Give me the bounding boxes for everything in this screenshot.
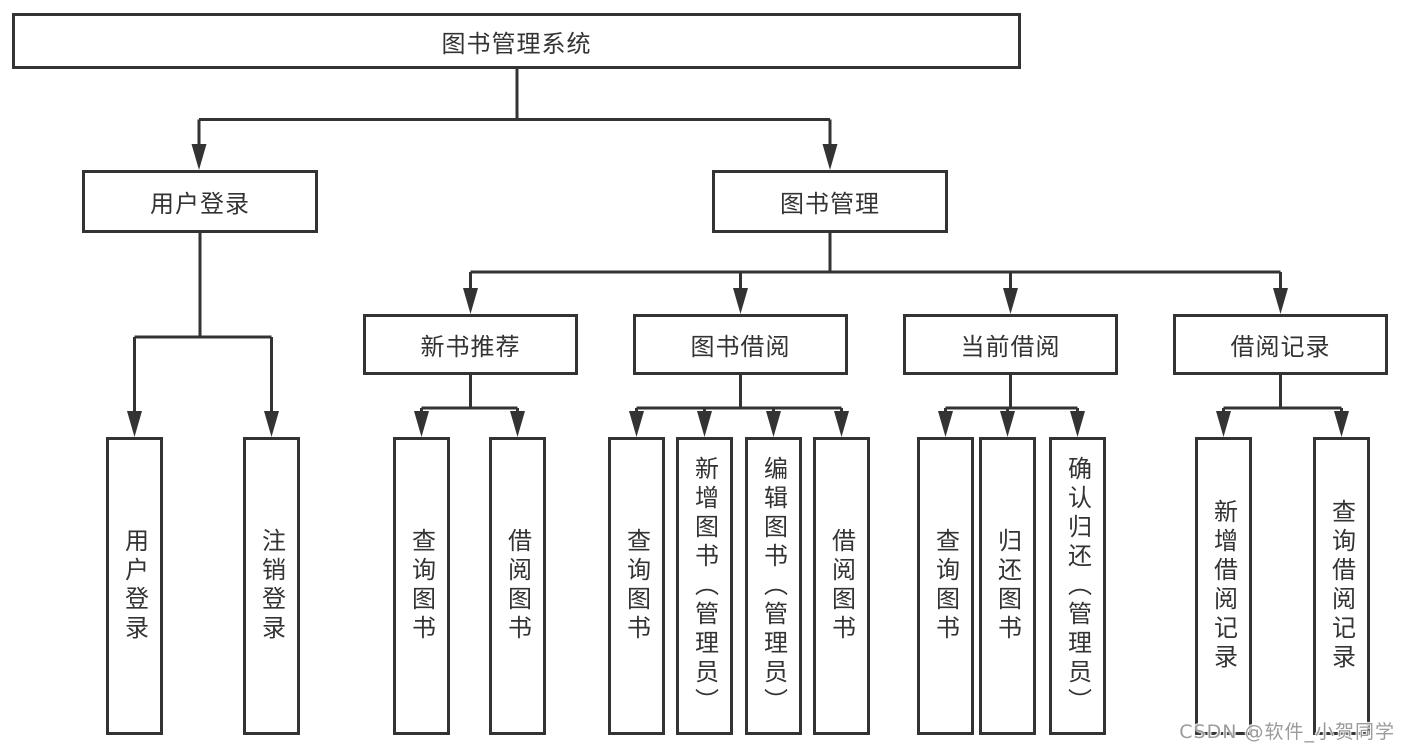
leaf-logout: 注销登录 <box>243 437 300 735</box>
node-user-login: 用户登录 <box>82 170 318 233</box>
node-new-book-recommend: 新书推荐 <box>363 314 578 375</box>
leaf-query-borrow-record-label: 查询借阅记录 <box>1327 499 1356 673</box>
node-new-book-recommend-label: 新书推荐 <box>420 333 521 361</box>
node-borrow-records: 借阅记录 <box>1173 314 1388 375</box>
node-borrow-records-label: 借阅记录 <box>1230 333 1331 361</box>
leaf-current-query-books-label: 查询图书 <box>931 528 960 644</box>
leaf-logout-label: 注销登录 <box>257 528 286 644</box>
leaf-return-books: 归还图书 <box>979 437 1036 735</box>
leaf-user-login-label: 用户登录 <box>120 528 149 644</box>
leaf-borrow-books: 借阅图书 <box>813 437 870 735</box>
node-book-management: 图书管理 <box>712 170 948 233</box>
leaf-query-borrow-record: 查询借阅记录 <box>1313 437 1370 735</box>
leaf-newbook-borrow-books: 借阅图书 <box>489 437 546 735</box>
leaf-borrow-books-label: 借阅图书 <box>827 528 856 644</box>
leaf-add-books-admin-label: 新增图书（管理员） <box>690 455 719 717</box>
node-book-borrow-label: 图书借阅 <box>690 333 791 361</box>
node-current-borrow-label: 当前借阅 <box>960 333 1061 361</box>
leaf-add-books-admin: 新增图书（管理员） <box>676 437 733 735</box>
leaf-newbook-query-books-label: 查询图书 <box>407 528 436 644</box>
leaf-confirm-return-admin: 确认归还（管理员） <box>1049 437 1106 735</box>
node-user-login-label: 用户登录 <box>150 190 250 218</box>
leaf-add-borrow-record-label: 新增借阅记录 <box>1209 499 1238 673</box>
leaf-borrow-query-books: 查询图书 <box>608 437 665 735</box>
node-current-borrow: 当前借阅 <box>903 314 1118 375</box>
leaf-borrow-query-books-label: 查询图书 <box>622 528 651 644</box>
leaf-edit-books-admin: 编辑图书（管理员） <box>745 437 802 735</box>
leaf-newbook-query-books: 查询图书 <box>393 437 450 735</box>
arrowhead-icons <box>127 144 1349 437</box>
node-root-library-system: 图书管理系统 <box>12 13 1021 69</box>
leaf-return-books-label: 归还图书 <box>993 528 1022 644</box>
csdn-watermark: CSDN @软件_小贺同学 <box>1179 721 1395 743</box>
node-book-borrow: 图书借阅 <box>633 314 848 375</box>
leaf-confirm-return-admin-label: 确认归还（管理员） <box>1063 455 1092 717</box>
node-book-management-label: 图书管理 <box>780 190 880 218</box>
leaf-edit-books-admin-label: 编辑图书（管理员） <box>759 455 788 717</box>
node-root-label: 图书管理系统 <box>441 29 592 58</box>
leaf-user-login: 用户登录 <box>106 437 163 735</box>
leaf-current-query-books: 查询图书 <box>917 437 974 735</box>
leaf-add-borrow-record: 新增借阅记录 <box>1195 437 1252 735</box>
leaf-newbook-borrow-books-label: 借阅图书 <box>503 528 532 644</box>
